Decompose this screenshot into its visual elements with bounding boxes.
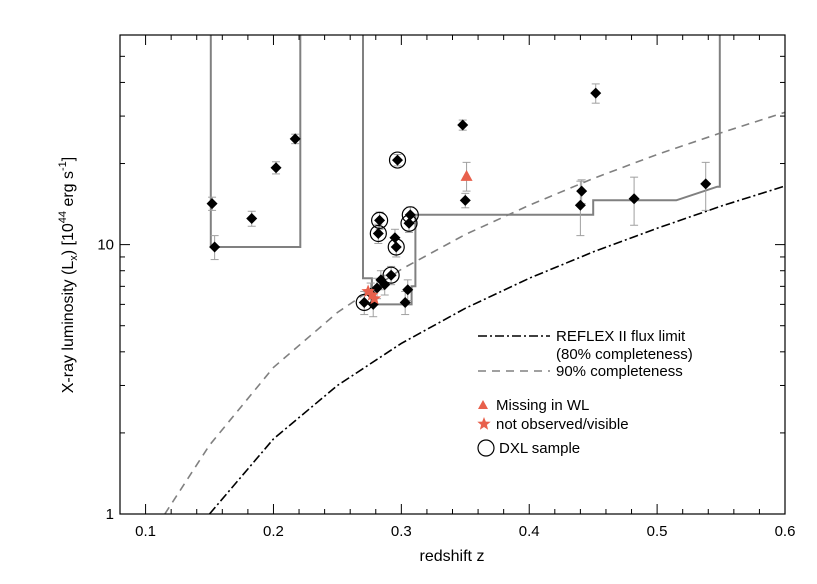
dxl-circle <box>387 238 405 256</box>
curves-layer <box>164 111 785 514</box>
cluster-point <box>270 162 282 174</box>
x-tick-label: 0.4 <box>519 523 540 540</box>
x-axis-title: redshift z <box>420 548 485 565</box>
cluster-point <box>209 241 221 253</box>
not-observed-point <box>367 291 382 305</box>
cluster-point <box>402 284 414 296</box>
cluster-point <box>372 227 384 239</box>
y-tick-label: 10 <box>97 237 114 254</box>
reflex-flux-limit-curve <box>208 185 785 514</box>
legend-circle-icon <box>477 439 495 457</box>
cluster-point <box>206 198 218 210</box>
not-observed-point <box>361 284 375 298</box>
selection-box-2 <box>362 35 721 306</box>
x-tick-label: 0.3 <box>391 523 412 540</box>
cluster-point <box>289 133 301 145</box>
y-axis-title: X-ray luminosity (Lx) [1044 erg s-1] <box>57 157 80 394</box>
legend-star-icon <box>477 417 491 430</box>
cluster-point <box>390 241 402 253</box>
cluster-point <box>457 119 469 131</box>
x-tick-label: 0.6 <box>775 523 796 540</box>
dxl-circle <box>388 151 407 169</box>
dxl-circle <box>371 211 389 230</box>
selection-boxes <box>209 35 721 306</box>
legend-reflex-sublabel: (80% completeness) <box>556 346 693 363</box>
legend-triangle-icon <box>478 400 488 409</box>
axes: 0.1 0.2 0.3 0.4 0.5 0.6 1 10 <box>97 35 795 540</box>
cluster-point <box>399 296 411 308</box>
cluster-point <box>700 178 712 190</box>
cluster-point <box>371 282 383 294</box>
y-tick-label: 1 <box>106 506 114 523</box>
plot-frame <box>119 34 786 515</box>
cluster-point <box>574 199 586 211</box>
legend-missing-label: Missing in WL <box>496 397 589 414</box>
missing-in-wl-point <box>460 169 473 181</box>
dxl-circle <box>369 224 387 243</box>
x-tick-label: 0.5 <box>647 523 668 540</box>
cluster-point <box>404 209 416 221</box>
cluster-point <box>392 154 404 166</box>
not-observed-point <box>365 288 379 301</box>
dxl-circle <box>382 266 400 284</box>
legend: REFLEX II flux limit (80% completeness) … <box>477 328 693 457</box>
cluster-point <box>246 213 258 225</box>
x-tick-label: 0.2 <box>263 523 284 540</box>
cluster-point <box>358 296 370 308</box>
cluster-point <box>628 193 640 205</box>
cluster-point <box>374 214 386 226</box>
dxl-circle <box>401 206 419 224</box>
cluster-point <box>590 87 602 99</box>
completeness-90-curve <box>164 111 785 514</box>
cluster-point <box>459 194 471 206</box>
cluster-point <box>389 232 401 244</box>
legend-completeness-label: 90% completeness <box>556 363 683 380</box>
legend-dxl-label: DXL sample <box>499 440 580 457</box>
legend-reflex-label: REFLEX II flux limit <box>556 328 686 345</box>
data-points <box>206 83 712 318</box>
x-tick-label: 0.1 <box>135 523 156 540</box>
legend-notobs-label: not observed/visible <box>496 416 629 433</box>
cluster-point <box>576 185 588 197</box>
cluster-point <box>385 269 397 281</box>
selection-box-1 <box>209 35 302 248</box>
